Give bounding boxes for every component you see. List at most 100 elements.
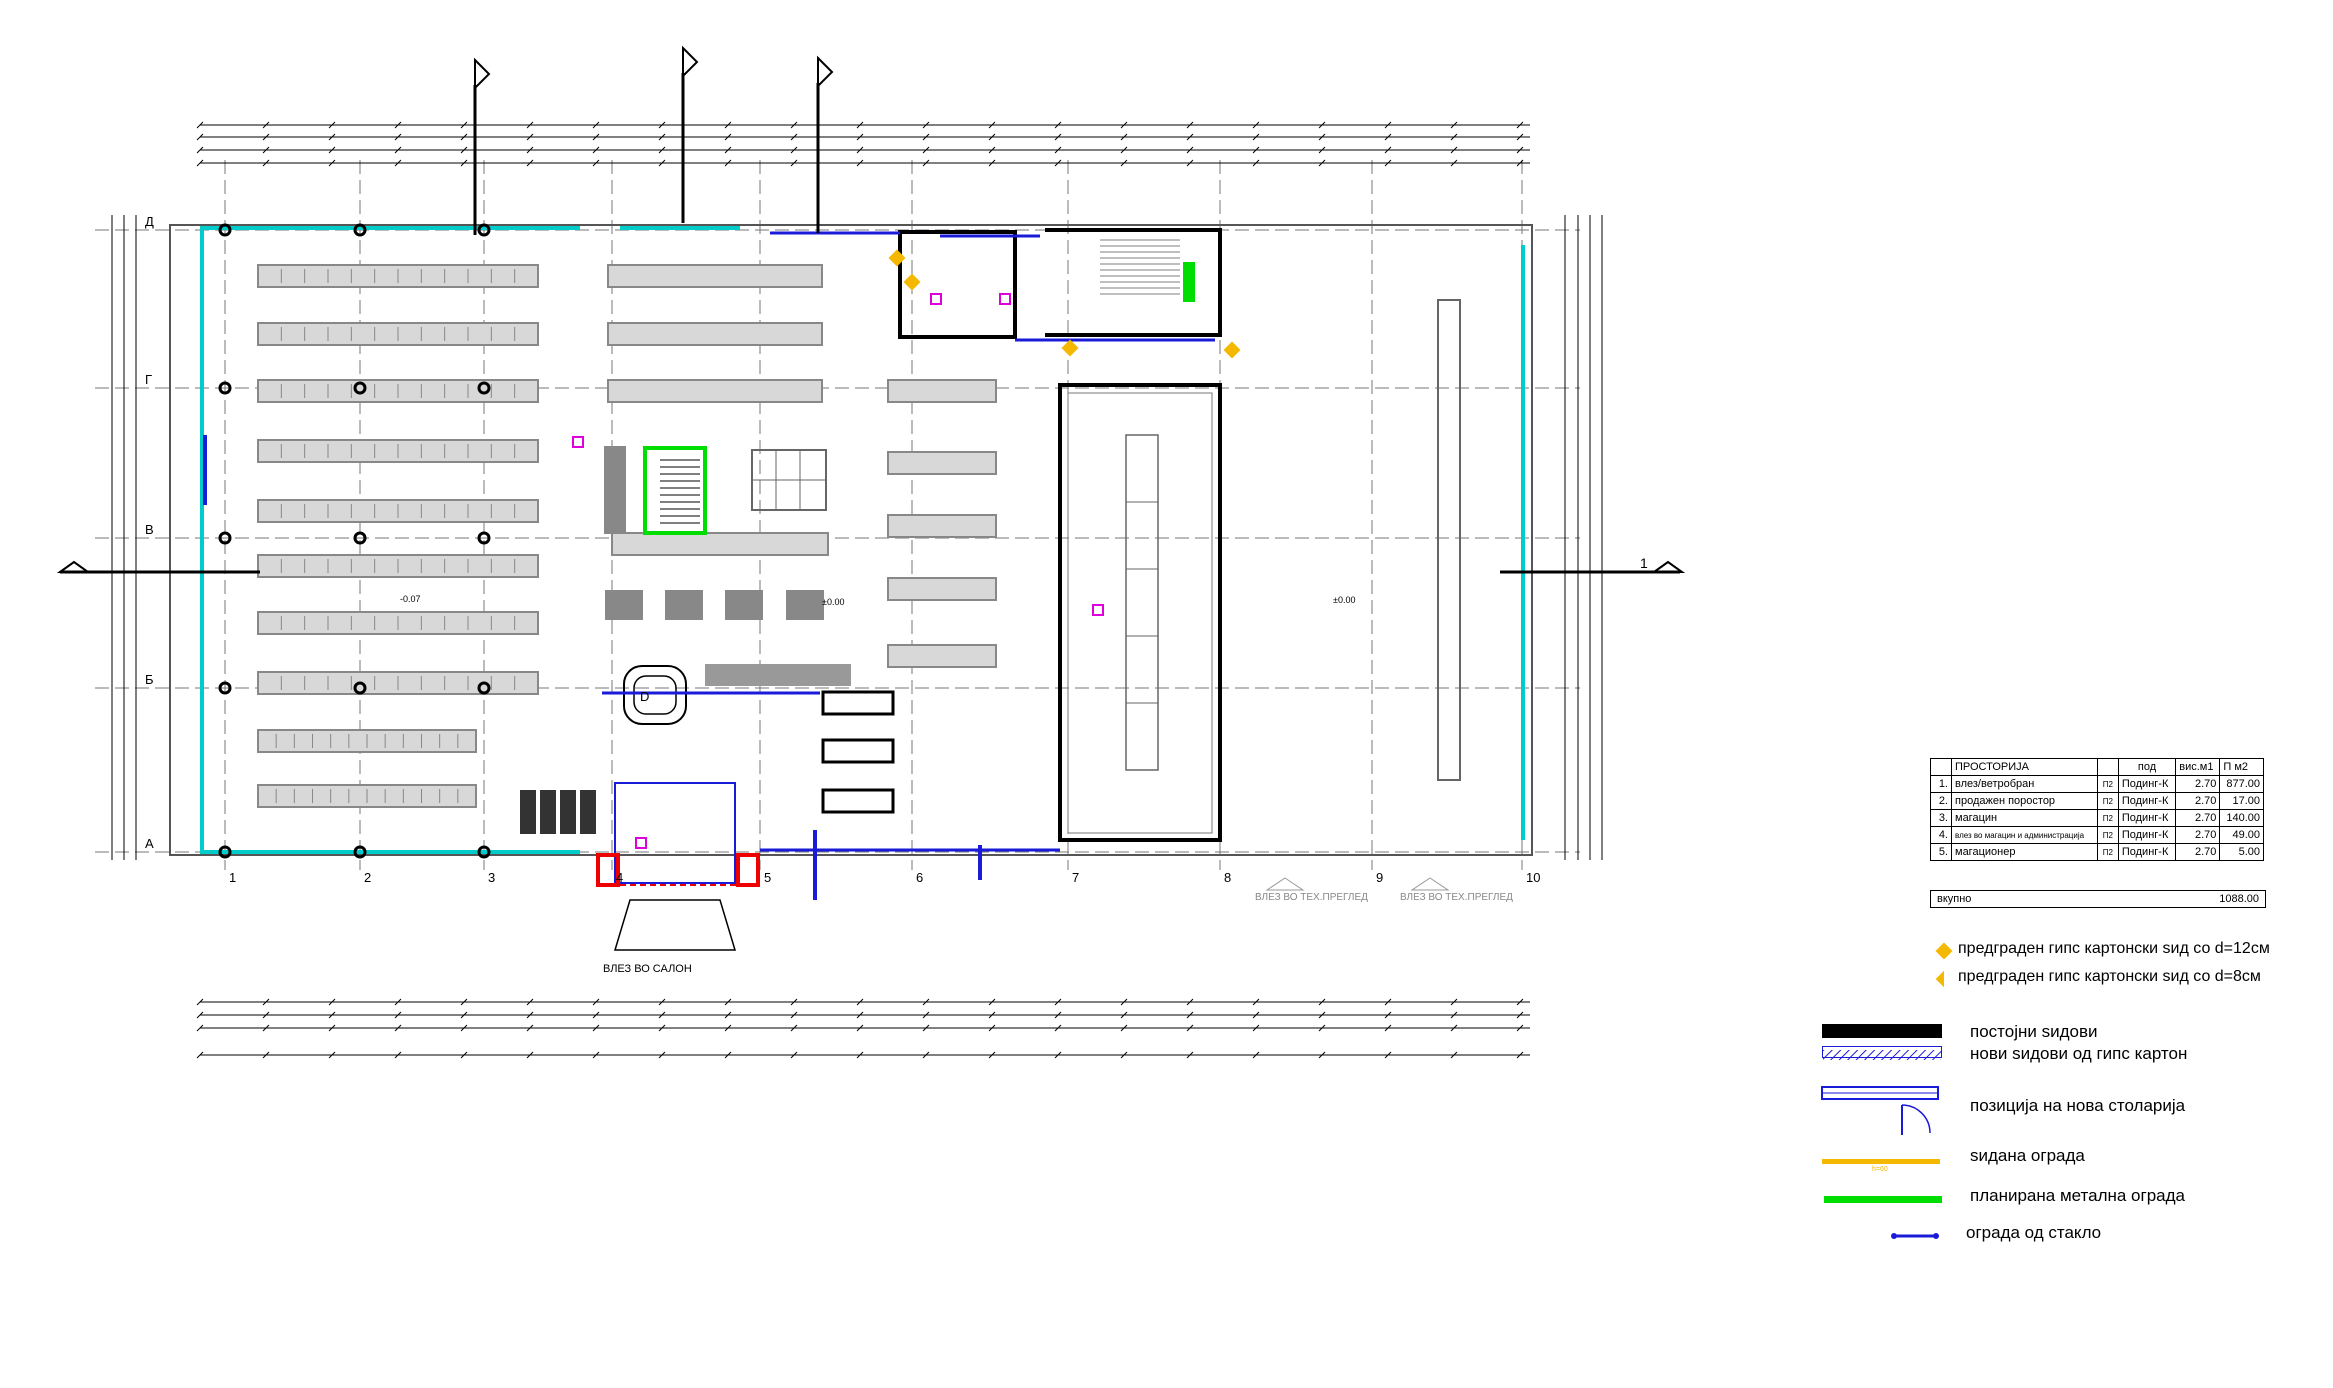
dimension-tick: [394, 159, 402, 167]
shelf-unit: [887, 379, 997, 403]
dimension-tick: [922, 133, 930, 141]
dimension-tick: [328, 146, 336, 154]
dimension-tick: [526, 1024, 534, 1032]
walls: [56, 45, 1686, 951]
grid-row-label: В: [145, 522, 154, 537]
legend-metal-fence: планирана метална ограда: [1970, 1186, 2185, 1205]
dimension-tick: [394, 121, 402, 129]
dimension-tick: [526, 998, 534, 1006]
dimension-tick: [658, 1051, 666, 1059]
legend-drywall-8: предграден гипс картонски ѕид со d=8см: [1958, 968, 2261, 985]
dimension-tick: [1450, 146, 1458, 154]
dimension-tick: [1384, 121, 1392, 129]
structural-column: [477, 531, 491, 545]
dimension-tick: [262, 1011, 270, 1019]
dimension-tick: [526, 1051, 534, 1059]
shelf-unit: [607, 264, 823, 288]
building-outline: [169, 224, 1533, 856]
dimension-tick: [1384, 159, 1392, 167]
room-area: 877.00: [2219, 775, 2264, 793]
shelf-unit: [887, 577, 997, 601]
legend-glass-fence: ограда од стакло: [1966, 1223, 2102, 1242]
dimension-tick: [1054, 121, 1062, 129]
dimension-tick: [460, 121, 468, 129]
dimension-tick: [724, 1024, 732, 1032]
dimension-tick: [1120, 1011, 1128, 1019]
section-marker-icon: [1650, 560, 1686, 573]
drywall-marker: [903, 273, 921, 291]
room-area: 17.00: [2219, 792, 2264, 810]
new-wall-swatch-icon: [1822, 1046, 1942, 1060]
row-number: 1.: [1930, 775, 1952, 793]
dimension-tick: [196, 159, 204, 167]
dimension-tick: [1186, 159, 1194, 167]
dimension-tick: [790, 133, 798, 141]
dimension-tick: [526, 146, 534, 154]
dimension-tick: [856, 1011, 864, 1019]
structural-column: [218, 845, 232, 859]
display-table: [786, 590, 824, 620]
row-number: 3.: [1930, 809, 1952, 827]
structural-column: [353, 845, 367, 859]
dimension-tick: [922, 1011, 930, 1019]
dimension-tick: [724, 121, 732, 129]
dimension-tick: [856, 1051, 864, 1059]
dimension-tick: [1318, 1024, 1326, 1032]
dimension-tick: [1120, 1024, 1128, 1032]
room-schedule-table: ПРОСТОРИЈА под вис.м1 П м2 1. влез/ветро…: [1930, 758, 2264, 861]
dimension-tick: [724, 1011, 732, 1019]
room-tag: [635, 837, 647, 849]
round-display: [623, 665, 687, 725]
dimension-tick: [1384, 146, 1392, 154]
dimension-tick: [592, 146, 600, 154]
room-tag: [1092, 604, 1104, 616]
floor-code: П2: [2096, 775, 2119, 793]
dimension-tick: [1516, 1011, 1524, 1019]
dimension-tick: [592, 133, 600, 141]
dimension-tick: [1252, 998, 1260, 1006]
floor-code: П2: [2096, 843, 2119, 861]
dimension-tick: [1450, 159, 1458, 167]
structural-column: [218, 223, 232, 237]
dimension-tick: [328, 121, 336, 129]
dimension-tick: [856, 1024, 864, 1032]
dimension-tick: [1450, 133, 1458, 141]
entrance-ramp: [613, 899, 737, 951]
room-table-header-area: П м2: [2219, 758, 2264, 776]
dimension-tick: [262, 998, 270, 1006]
dimension-tick: [1318, 146, 1326, 154]
dimension-tick: [1384, 1051, 1392, 1059]
dimension-tick: [196, 133, 204, 141]
entrance-frame: [596, 853, 620, 887]
dimension-tick: [262, 146, 270, 154]
dimension-tick: [658, 159, 666, 167]
dimension-tick: [988, 159, 996, 167]
drywall-marker: [888, 249, 906, 267]
room-tag: [930, 293, 942, 305]
dimension-tick: [1516, 1024, 1524, 1032]
floor-type: Подинг-К: [2117, 809, 2177, 827]
display-table: [604, 446, 626, 534]
dimension-tick: [328, 1024, 336, 1032]
counter: [705, 664, 851, 686]
dimension-tick: [856, 159, 864, 167]
dimension-tick: [724, 133, 732, 141]
dimension-tick: [790, 159, 798, 167]
dimension-tick: [394, 1011, 402, 1019]
table-row: 1. влез/ветробран П2 Подинг-К 2.70 877.0…: [1930, 775, 2264, 793]
entrance-arrow-icon: [1265, 877, 1305, 891]
section-marker-icon: [56, 560, 92, 573]
row-number: 5.: [1930, 843, 1952, 861]
dimension-tick: [394, 1024, 402, 1032]
dimension-tick: [724, 146, 732, 154]
room-area: 5.00: [2219, 843, 2264, 861]
dimension-tick: [1318, 1011, 1326, 1019]
dimension-tick: [1318, 121, 1326, 129]
dimension-tick: [1186, 998, 1194, 1006]
level-label: ±0.00: [822, 597, 844, 607]
dimension-tick: [262, 133, 270, 141]
dimension-tick: [1186, 1011, 1194, 1019]
dimension-tick: [658, 1024, 666, 1032]
dimension-tick: [394, 146, 402, 154]
